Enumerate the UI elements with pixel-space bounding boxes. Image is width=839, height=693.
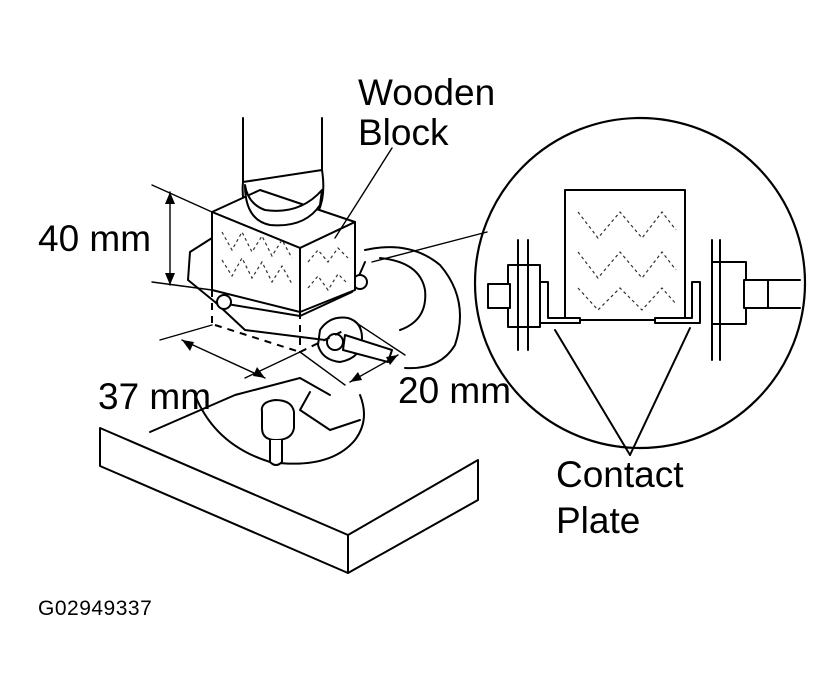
width-dimension-label: 20 mm (398, 370, 512, 411)
dimension-height (151, 184, 213, 291)
dimension-length (159, 324, 301, 379)
height-dimension-label: 40 mm (38, 218, 152, 259)
contact-plate-leaders (554, 327, 691, 456)
detail-circle (371, 116, 807, 450)
dimension-width (299, 321, 406, 386)
figure-code: G02949337 (38, 597, 153, 620)
wooden-block-label-line2: Block (358, 112, 449, 153)
length-dimension-label: 37 mm (98, 376, 212, 417)
ram-tip (244, 184, 323, 227)
wooden-block-label-line1: Wooden (358, 72, 496, 113)
contact-plate-label-line2: Plate (556, 500, 641, 541)
starter-housing (194, 246, 461, 466)
wooden-block-leader (334, 147, 393, 239)
hidden-edges (211, 290, 346, 353)
base-stand (99, 377, 479, 574)
contact-plate-label-line1: Contact (556, 454, 684, 495)
wooden-block (211, 189, 356, 313)
